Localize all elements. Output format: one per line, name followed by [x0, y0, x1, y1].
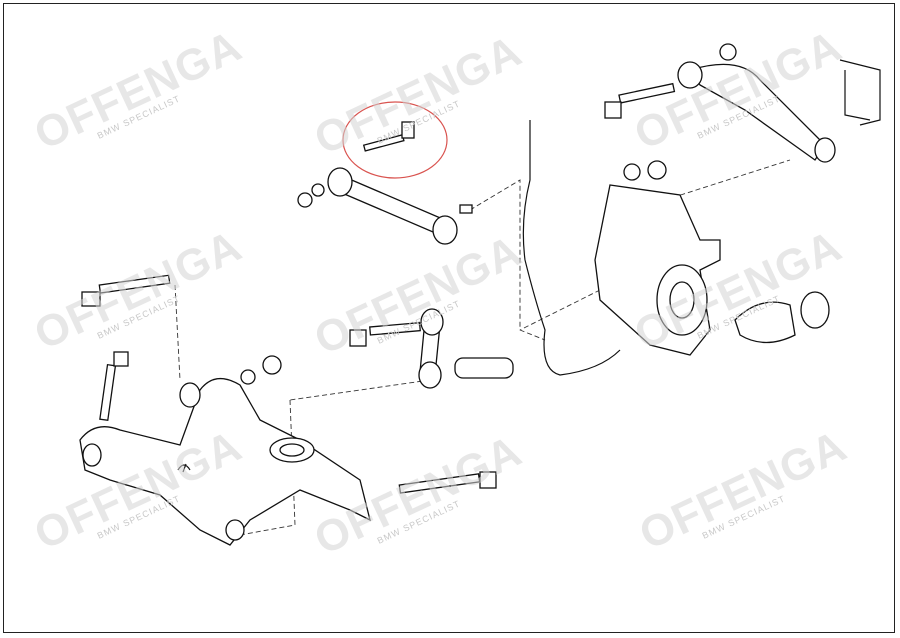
- lower-link: [240, 308, 514, 389]
- bolts: [81, 82, 676, 494]
- bolt-highlighted: [362, 121, 415, 152]
- cv-boot: [734, 291, 830, 344]
- upper-link-arm: [297, 167, 473, 245]
- highlight-circle: [342, 101, 448, 179]
- upper-wishbone: [677, 43, 836, 163]
- wheel-carrier: [594, 160, 721, 356]
- rear-subframe: [79, 378, 371, 546]
- abs-sensor-cable: [522, 120, 621, 376]
- brake-clips: [839, 59, 881, 126]
- bushing-sleeve: [454, 357, 514, 379]
- diagram-frame: [3, 3, 895, 633]
- bolt: [81, 274, 171, 307]
- bolt: [604, 82, 676, 119]
- bolt: [398, 471, 497, 494]
- bolt: [99, 351, 129, 421]
- bolt: [349, 321, 421, 347]
